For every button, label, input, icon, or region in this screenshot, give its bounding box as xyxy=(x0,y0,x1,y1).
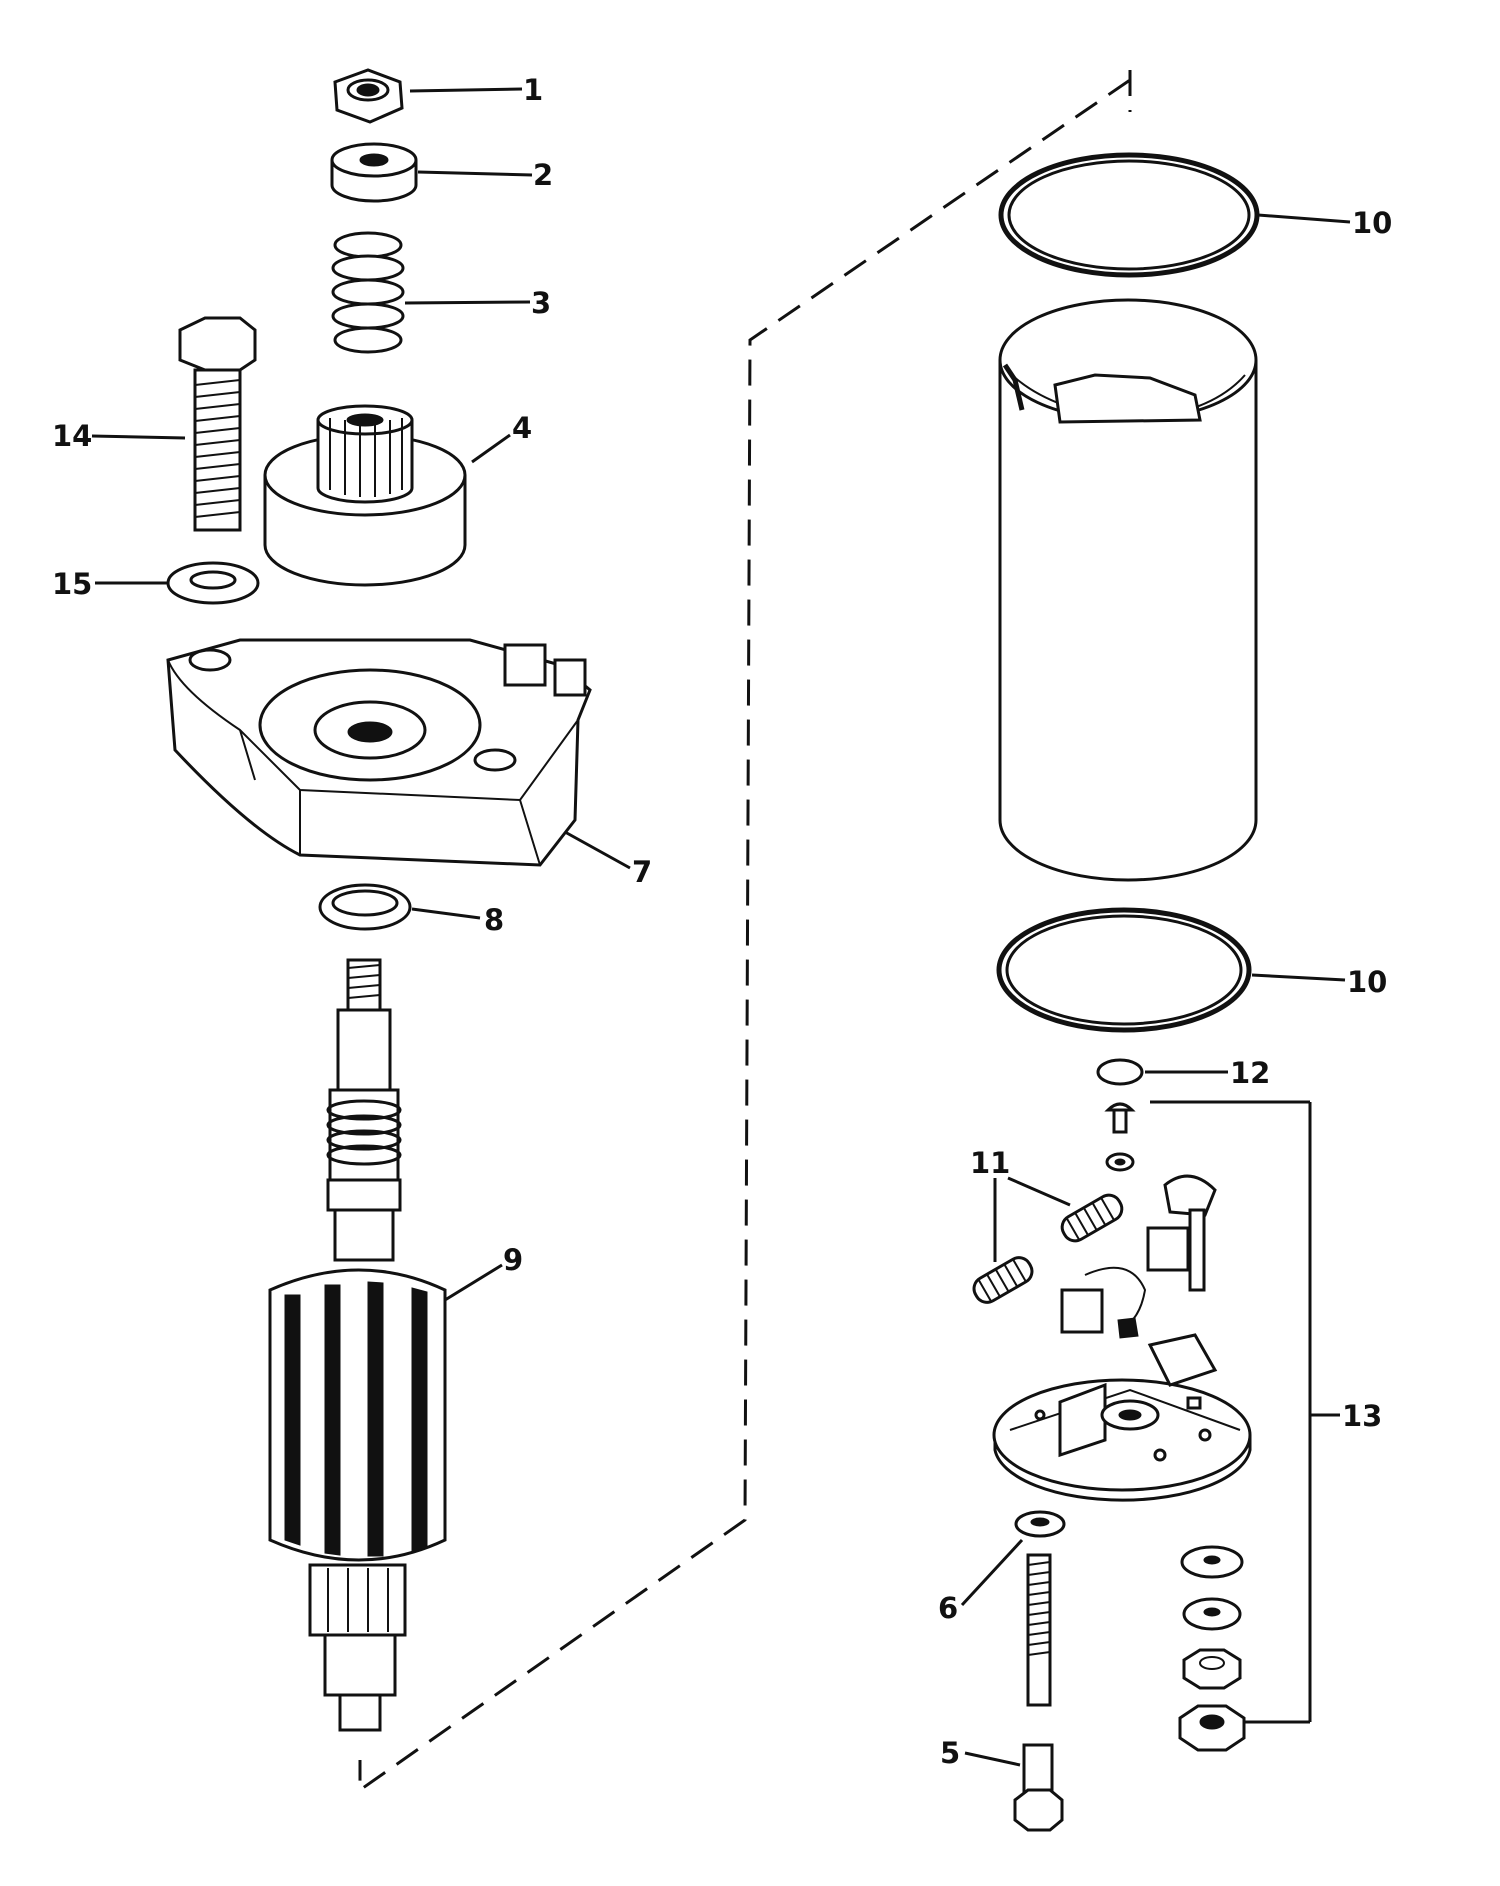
callout-14: 14 xyxy=(52,419,92,453)
part-9-armature xyxy=(268,958,447,1732)
starter-frame-housing xyxy=(998,298,1258,882)
part-6-washer xyxy=(1014,1510,1066,1538)
assembly-dashed-boundary xyxy=(358,70,1132,1793)
callout-5: 5 xyxy=(940,1736,960,1770)
callout-9: 9 xyxy=(503,1243,523,1277)
part-14-bolt xyxy=(178,316,257,532)
callout-11: 11 xyxy=(970,1146,1010,1180)
through-stud xyxy=(1026,1553,1052,1707)
callout-13: 13 xyxy=(1342,1399,1382,1433)
part-8-washer xyxy=(318,883,412,931)
part-5-screw xyxy=(1013,1743,1064,1832)
part-10-oring-bottom xyxy=(996,907,1252,1033)
callout-8: 8 xyxy=(484,903,504,937)
callout-4: 4 xyxy=(512,411,532,445)
part-11-brush-springs xyxy=(972,1193,1124,1304)
callout-6: 6 xyxy=(938,1591,958,1625)
callout-12: 12 xyxy=(1230,1056,1270,1090)
callout-3: 3 xyxy=(531,286,551,320)
part-1-locknut xyxy=(333,68,404,124)
callout-7: 7 xyxy=(632,855,652,889)
part-13-brush-plate-assembly xyxy=(992,1102,1252,1752)
part-2-collar xyxy=(330,142,418,203)
part-3-spring xyxy=(331,231,405,354)
part-4-drive-pinion xyxy=(263,404,467,587)
callout-10-top: 10 xyxy=(1352,206,1392,240)
leader-lines xyxy=(91,87,1351,1767)
part-15-washer xyxy=(166,561,260,605)
callout-labels: 1 2 3 4 14 15 7 8 9 10 10 12 11 13 6 5 xyxy=(52,73,1392,1770)
callout-2: 2 xyxy=(533,158,553,192)
part-10-oring-top xyxy=(998,152,1260,278)
part-12-plug xyxy=(1096,1058,1144,1086)
part-7-end-cap xyxy=(166,638,592,867)
callout-10-bottom: 10 xyxy=(1347,965,1387,999)
callout-1: 1 xyxy=(523,73,543,107)
callout-15: 15 xyxy=(52,567,92,601)
